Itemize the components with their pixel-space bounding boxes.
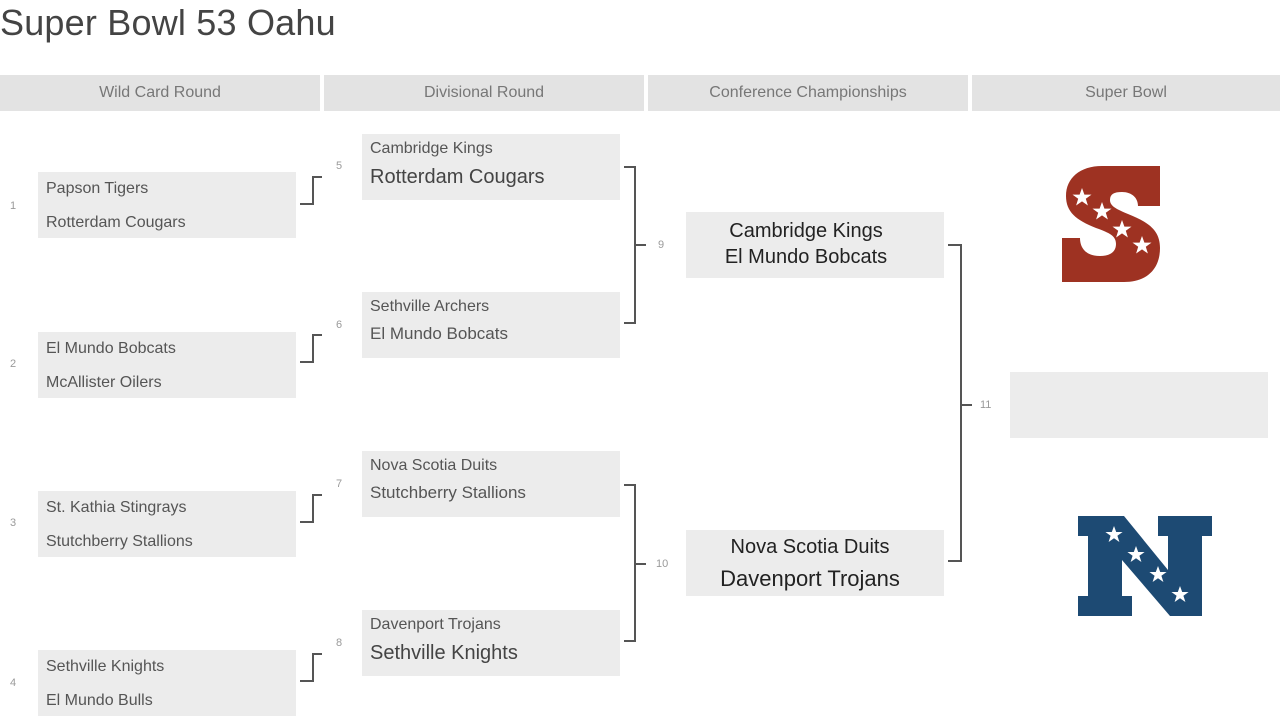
match-box-super-bowl[interactable] (1010, 372, 1268, 438)
team-name: El Mundo Bulls (46, 692, 153, 709)
bracket-connector (636, 563, 646, 565)
team-name: Davenport Trojans (370, 616, 501, 633)
page-title: Super Bowl 53 Oahu (0, 2, 336, 43)
team-name: El Mundo Bobcats (46, 340, 176, 357)
team-name: El Mundo Bobcats (370, 324, 508, 343)
team-name: Cambridge Kings (370, 140, 493, 157)
bracket-connector (948, 560, 962, 562)
team-name: Sethville Archers (370, 298, 490, 315)
bracket-connector (312, 494, 314, 522)
match-number: 11 (980, 399, 992, 411)
match-number: 1 (10, 200, 17, 212)
round-header-super-bowl: Super Bowl (972, 75, 1280, 111)
bracket-connector (636, 244, 646, 246)
match-number: 2 (10, 358, 17, 370)
match-box-wildcard-1[interactable]: Papson Tigers Rotterdam Cougars (38, 172, 296, 238)
match-box-divisional-6[interactable]: Sethville Archers El Mundo Bobcats (362, 292, 620, 358)
match-box-divisional-7[interactable]: Nova Scotia Duits Stutchberry Stallions (362, 451, 620, 517)
bracket-connector (312, 334, 314, 362)
afc-s-shape (1062, 166, 1160, 282)
match-box-conference-9[interactable]: Cambridge Kings El Mundo Bobcats (686, 212, 944, 278)
nfc-n-shape (1078, 516, 1212, 616)
bracket-connector (312, 653, 314, 681)
bracket-connector (962, 404, 972, 406)
bracket-connector (300, 680, 314, 682)
round-header-wild-card: Wild Card Round (0, 75, 320, 111)
afc-stars (1072, 188, 1152, 254)
match-number: 8 (336, 637, 343, 649)
bracket-connector (312, 653, 322, 655)
team-name: Rotterdam Cougars (46, 214, 186, 231)
match-number: 4 (10, 677, 17, 689)
bracket-connector (312, 176, 314, 204)
bracket-connector (312, 494, 322, 496)
nfc-stars (1105, 526, 1189, 602)
bracket-connector (624, 322, 636, 324)
team-name: Davenport Trojans (720, 566, 900, 591)
bracket-connector (300, 521, 314, 523)
bracket-connector (624, 484, 636, 486)
bracket-connector (960, 244, 962, 562)
round-header-conference: Conference Championships (648, 75, 968, 111)
match-box-conference-10[interactable]: Nova Scotia Duits Davenport Trojans (686, 530, 944, 596)
team-name: Rotterdam Cougars (370, 166, 545, 188)
team-name: Stutchberry Stallions (46, 533, 193, 550)
team-name: Nova Scotia Duits (730, 536, 890, 558)
bracket-connector (300, 203, 314, 205)
team-name: El Mundo Bobcats (724, 246, 888, 268)
match-number: 10 (656, 558, 669, 570)
team-name: Cambridge Kings (729, 220, 883, 242)
bracket-connector (624, 640, 636, 642)
match-number: 7 (336, 478, 343, 490)
team-name: Nova Scotia Duits (370, 457, 498, 474)
match-box-wildcard-3[interactable]: St. Kathia Stingrays Stutchberry Stallio… (38, 491, 296, 557)
bracket-connector (948, 244, 962, 246)
match-box-wildcard-4[interactable]: Sethville Knights El Mundo Bulls (38, 650, 296, 716)
afc-s-logo (1062, 166, 1160, 282)
bracket-connector (300, 361, 314, 363)
bracket-connector (624, 166, 636, 168)
bracket-connector (312, 176, 322, 178)
nfc-n-logo (1078, 516, 1212, 616)
match-box-divisional-8[interactable]: Davenport Trojans Sethville Knights (362, 610, 620, 676)
team-name: Papson Tigers (46, 180, 149, 197)
bracket-connector (634, 166, 636, 324)
round-header-divisional: Divisional Round (324, 75, 644, 111)
match-number: 9 (658, 239, 665, 251)
team-name: Sethville Knights (46, 658, 165, 675)
bracket-connector (634, 484, 636, 642)
match-box-divisional-5[interactable]: Cambridge Kings Rotterdam Cougars (362, 134, 620, 200)
team-name: Sethville Knights (370, 642, 518, 664)
team-name: Stutchberry Stallions (370, 483, 526, 502)
team-name: McAllister Oilers (46, 374, 162, 391)
match-number: 5 (336, 160, 343, 172)
match-number: 3 (10, 517, 17, 529)
match-number: 6 (336, 319, 343, 331)
bracket-connector (312, 334, 322, 336)
match-box-wildcard-2[interactable]: El Mundo Bobcats McAllister Oilers (38, 332, 296, 398)
team-name: St. Kathia Stingrays (46, 499, 187, 516)
